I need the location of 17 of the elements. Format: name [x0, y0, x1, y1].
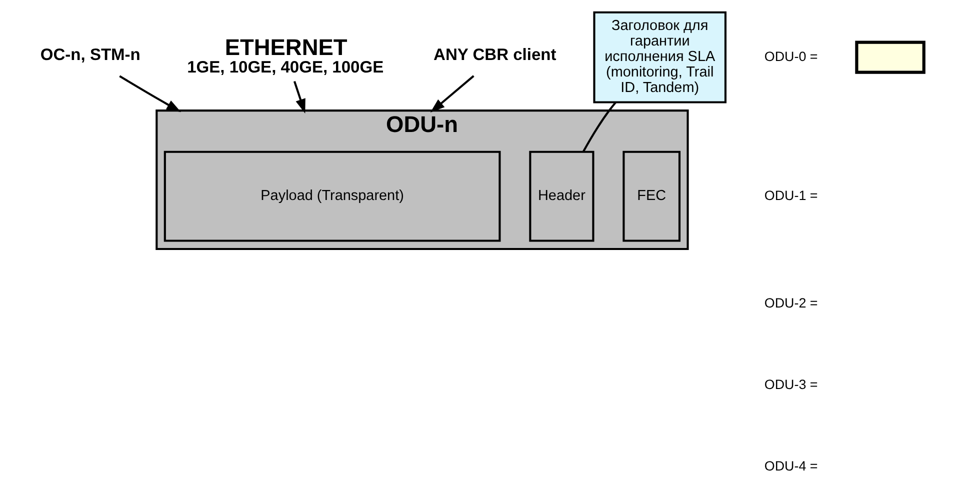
- label: ODU-2 =: [764, 295, 818, 310]
- label: ODU-3 =: [764, 376, 818, 392]
- node-text: OC-n, STM-n: [40, 45, 140, 64]
- arrow: [119, 75, 182, 112]
- node-text: ANY CBR client: [434, 45, 556, 64]
- label: ODU-0 =: [764, 48, 818, 64]
- node-box: Header: [529, 150, 594, 242]
- arrow: [430, 75, 474, 113]
- node-box: Заголовок для гарантии исполнения SLA (monitoring, Trail ID, Tandem): [593, 11, 726, 104]
- label: ODU-1 =: [764, 188, 818, 203]
- node-box: FEC: [622, 150, 681, 242]
- arrow: [293, 80, 306, 114]
- connector: [582, 102, 616, 152]
- label: ODU-4 =: [764, 458, 818, 474]
- node-text: ETHERNET 1GE, 10GE, 40GE, 100GE: [187, 34, 384, 77]
- node-box: [855, 40, 926, 74]
- node-box: Payload (Transparent): [164, 150, 501, 242]
